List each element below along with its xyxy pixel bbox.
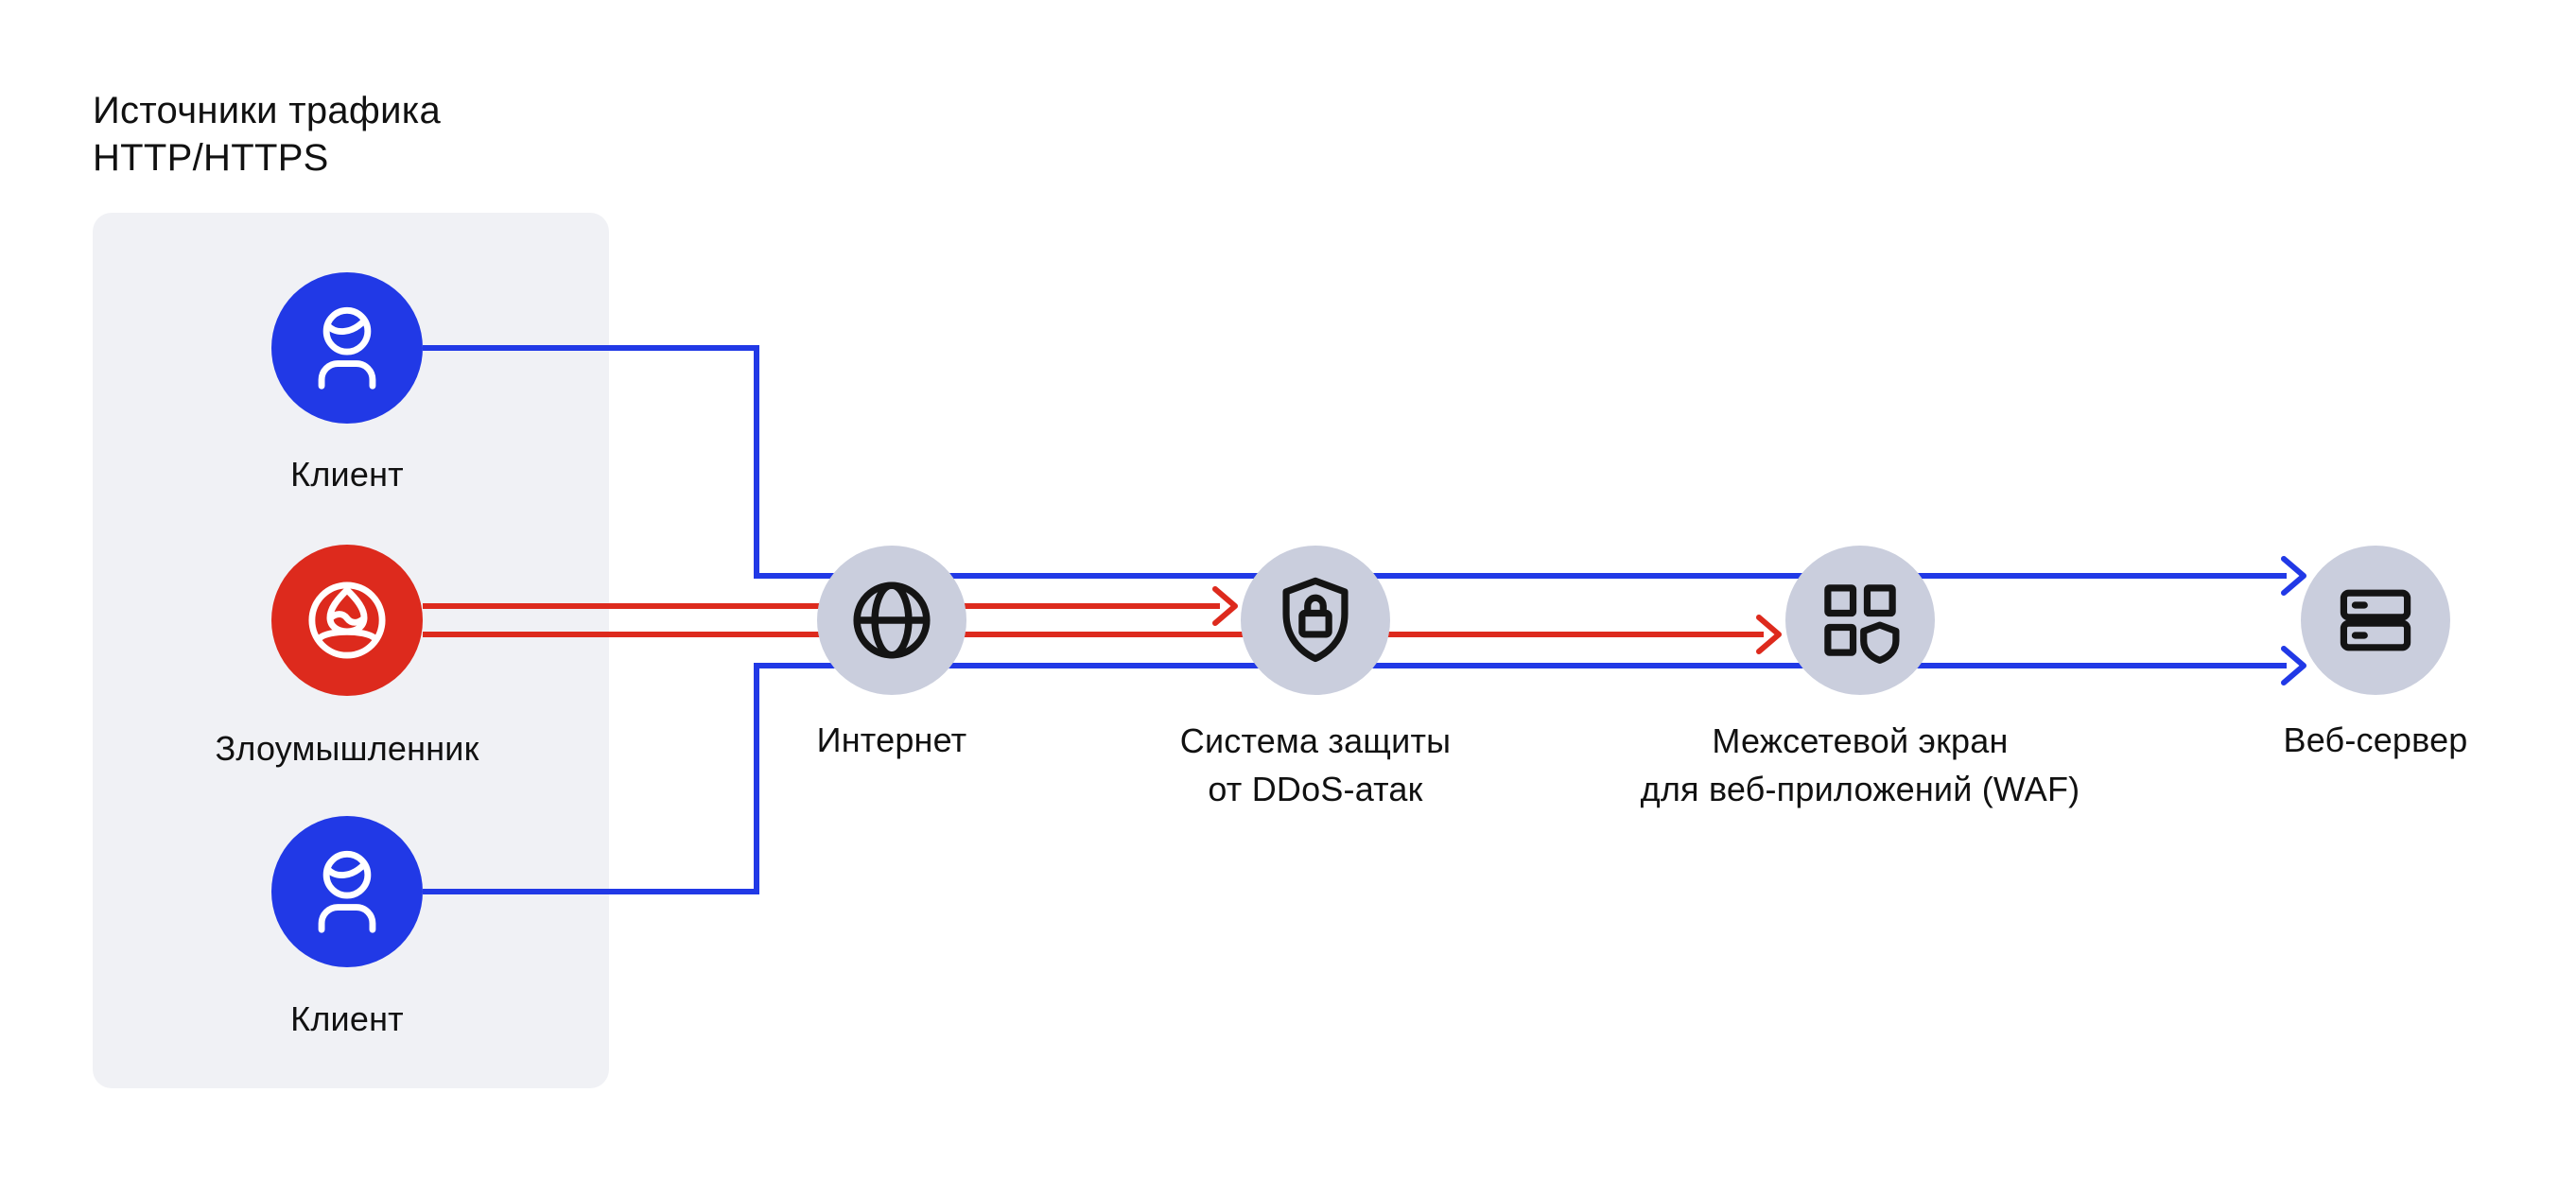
flow-line-client-top [423,345,2287,579]
node-attacker-label: Злоумышленник [215,729,479,768]
person-icon [318,850,376,933]
node-waf-label: Межсетевой экран для веб-приложений (WAF… [1640,721,2080,808]
node-ddos-protection-label: Система защиты от DDoS-атак [1179,721,1452,808]
node-client-top [271,272,423,424]
node-internet-label: Интернет [816,720,967,759]
node-client-top-label: Клиент [290,455,404,494]
node-client-bottom-label: Клиент [290,999,404,1038]
arrowhead-client-top-to-server [2281,556,2306,596]
node-web-server-label: Веб-сервер [2283,720,2468,759]
arrowhead-attacker-to-waf [1756,615,1782,654]
node-web-server [2301,546,2450,695]
arrowhead-client-bottom-to-server [2281,646,2306,685]
node-internet [817,546,966,695]
flow-line-client-bottom [423,663,2287,894]
node-client-bottom [271,816,423,967]
server-icon [2340,589,2411,651]
node-waf [1785,546,1935,695]
node-ddos-protection [1241,546,1390,695]
shield-lock-icon [1282,577,1349,663]
person-icon [318,306,376,390]
diagram-title: Источники трафика HTTP/HTTPS [93,90,442,179]
node-attacker [271,545,423,696]
grid-shield-icon [1824,584,1900,664]
arrowhead-attacker-to-ddos [1212,586,1238,626]
globe-icon [853,581,931,659]
masked-person-icon [308,581,386,659]
